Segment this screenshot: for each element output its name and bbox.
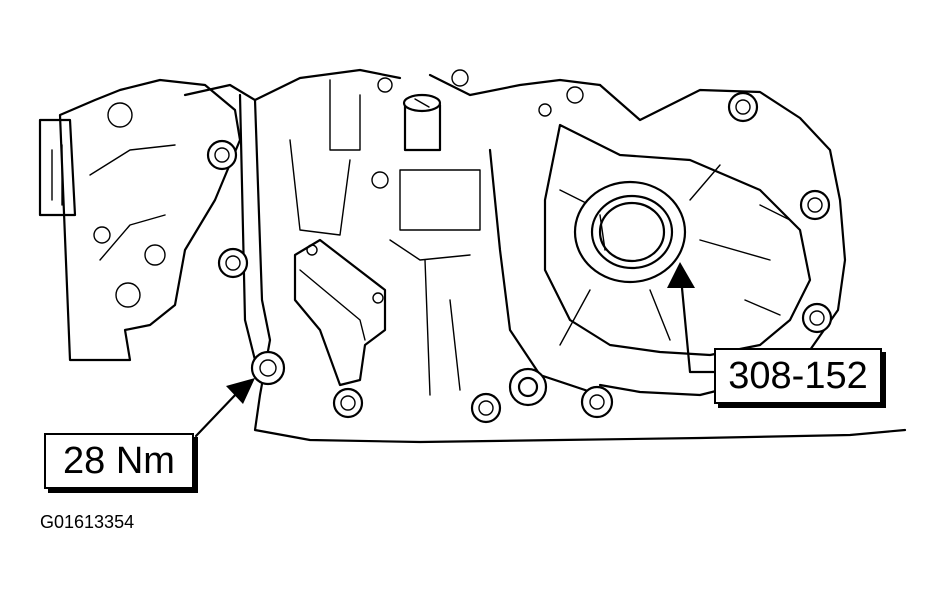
- dowel-ring: [508, 367, 548, 407]
- arrow-icon: [226, 378, 255, 404]
- oil-seal: [573, 180, 687, 284]
- bolt: [332, 387, 364, 419]
- tool-leader: [667, 262, 716, 374]
- bolt: [470, 392, 502, 424]
- arrow-icon: [667, 262, 695, 288]
- bolt: [580, 385, 614, 419]
- shaft-stub: [402, 93, 442, 152]
- bolt: [799, 189, 831, 221]
- torque-leader: [194, 378, 255, 438]
- bolt: [217, 247, 249, 279]
- torque-callout: 28 Nm: [44, 433, 194, 489]
- bolt: [250, 350, 286, 386]
- bolt: [727, 91, 759, 123]
- transaxle-housing: [183, 68, 907, 444]
- figure-code: G01613354: [40, 512, 135, 532]
- cover-plate: [293, 238, 387, 387]
- special-tool-callout: 308-152: [714, 348, 882, 404]
- housing-bolts: [206, 91, 833, 424]
- bolt: [206, 139, 238, 171]
- bolt: [801, 302, 833, 334]
- engine-block-casting: [38, 78, 242, 362]
